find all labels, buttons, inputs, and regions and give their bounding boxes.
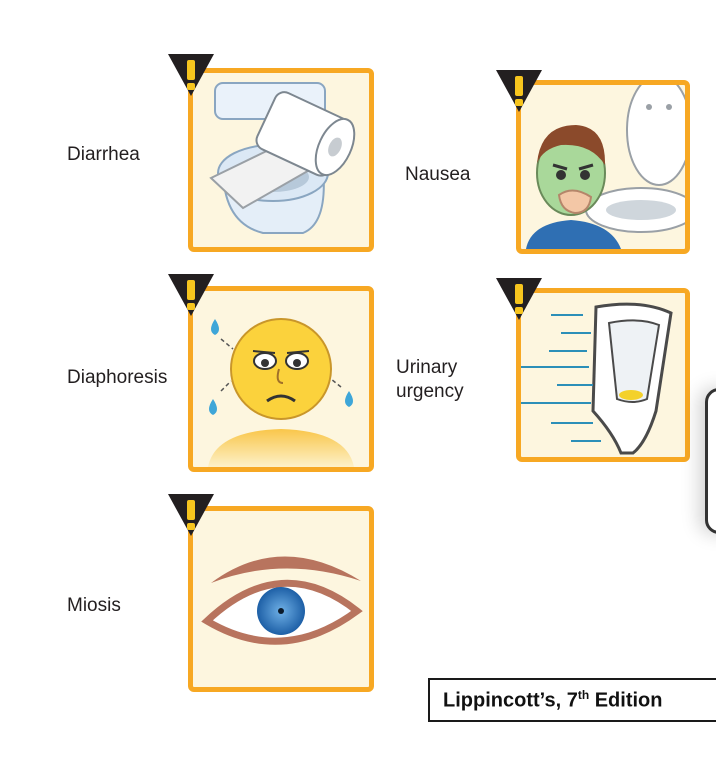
cropped-overlay-edge — [705, 388, 716, 534]
source-credit: Lippincott’s, 7th Edition — [428, 678, 716, 722]
credit-prefix: Lippincott’s, 7 — [443, 689, 578, 712]
label-urinary-urgency: Urinary urgency — [396, 357, 464, 402]
panel-urinary-urgency — [516, 288, 690, 462]
sweating-face-icon — [208, 318, 354, 467]
warning-icon — [496, 70, 542, 112]
panel-diarrhea — [188, 68, 374, 252]
panel-miosis — [188, 506, 374, 692]
label-miosis: Miosis — [67, 595, 121, 616]
panel-diaphoresis — [188, 286, 374, 472]
warning-icon — [168, 494, 214, 536]
label-diaphoresis: Diaphoresis — [67, 367, 168, 388]
urinal-icon — [521, 302, 673, 455]
panel-nausea — [516, 80, 690, 254]
toilet-paper-icon — [209, 82, 356, 234]
warning-icon — [496, 278, 542, 320]
warning-icon — [168, 54, 214, 96]
credit-sup: th — [577, 688, 590, 702]
label-diarrhea: Diarrhea — [67, 144, 140, 165]
nauseous-person-icon — [526, 85, 685, 249]
label-nausea: Nausea — [405, 164, 471, 185]
credit-suffix: Edition — [589, 689, 663, 712]
eye-icon — [201, 556, 363, 645]
warning-icon — [168, 274, 214, 316]
